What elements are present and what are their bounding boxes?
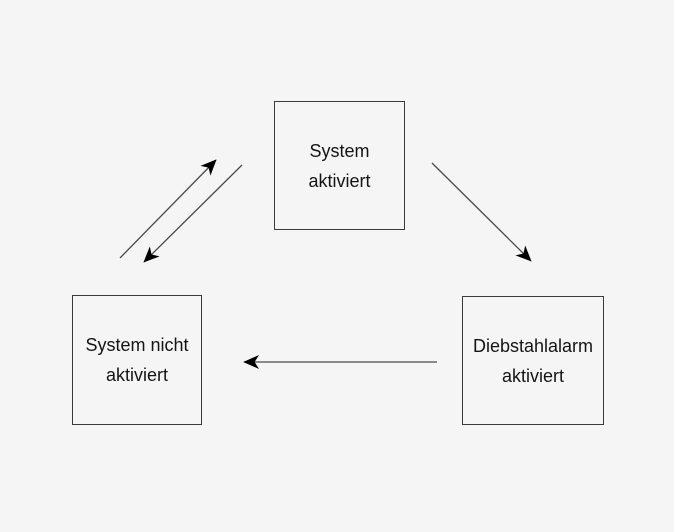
node-label-line: aktiviert bbox=[501, 365, 564, 386]
state-node-diebstahlalarm-aktiviert: Diebstahlalarm aktiviert bbox=[462, 296, 604, 425]
state-node-system-nicht-aktiviert: System nicht aktiviert bbox=[72, 295, 202, 425]
edge-arrow-down-left bbox=[143, 164, 243, 263]
node-label-line: aktiviert bbox=[105, 365, 168, 385]
node-label-line: aktiviert bbox=[308, 170, 371, 191]
node-label-line: System bbox=[309, 140, 370, 161]
state-node-system-aktiviert: System aktiviert bbox=[274, 101, 405, 230]
edge-arrow-down-right bbox=[431, 162, 532, 262]
edge-arrow-up-right bbox=[119, 159, 217, 259]
node-label-line: System nicht bbox=[85, 335, 189, 355]
node-label-line: Diebstahlalarm bbox=[472, 335, 594, 356]
